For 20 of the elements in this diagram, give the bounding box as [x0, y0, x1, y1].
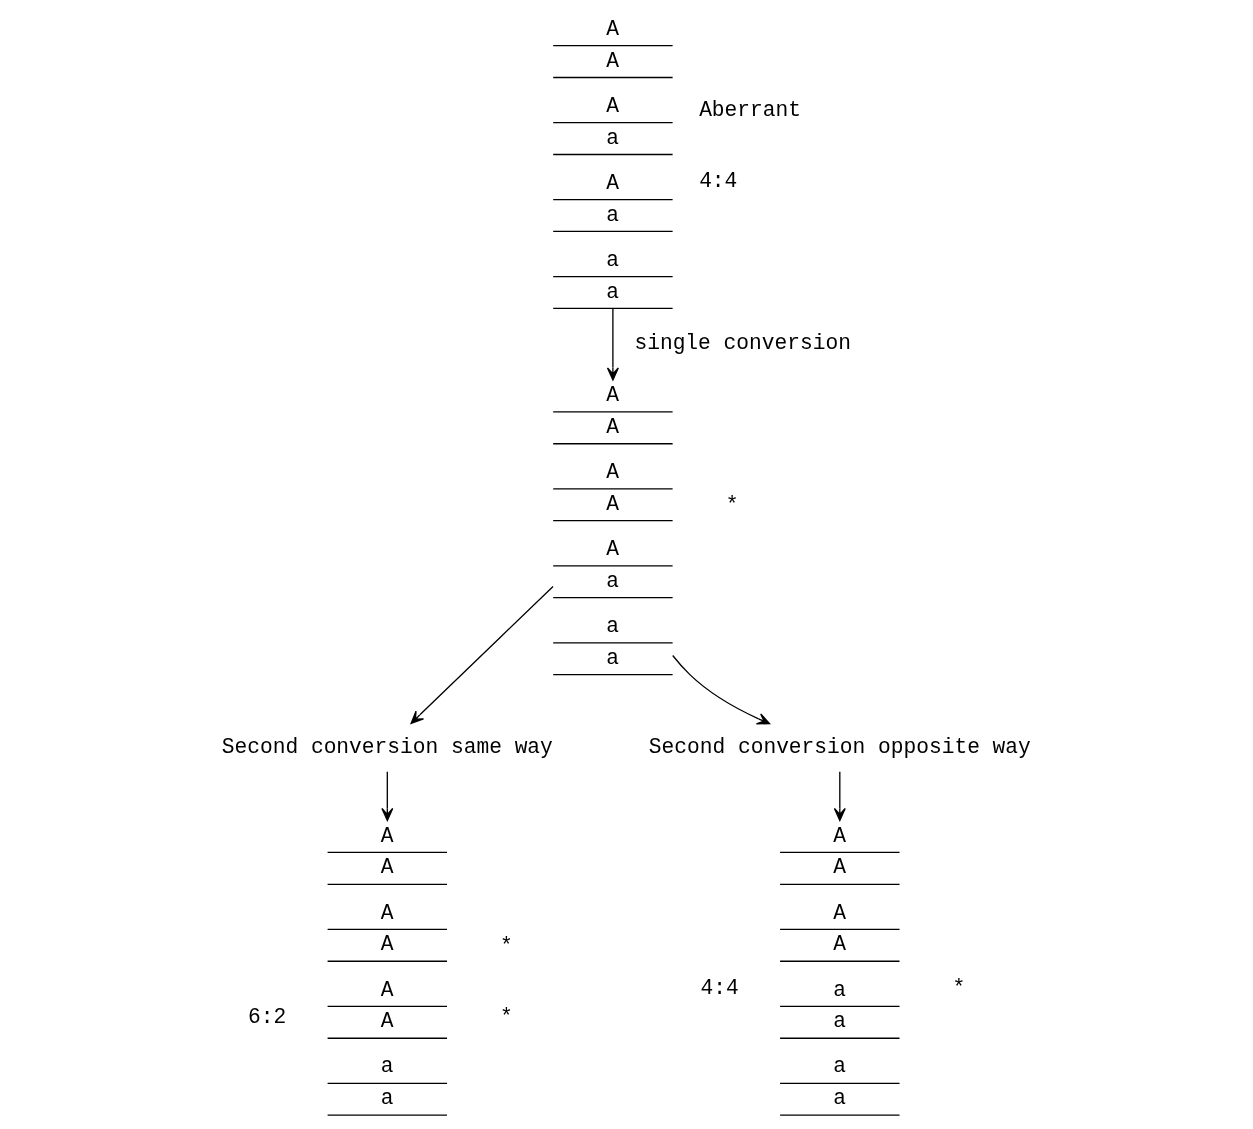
- edge-label: single conversion: [634, 331, 851, 356]
- node-text: A A A A a a a a: [833, 823, 846, 1111]
- node-label: 4:4: [699, 169, 738, 194]
- node-label: 4:4: [700, 976, 739, 1001]
- arrow: [606, 308, 619, 381]
- node-text: A A A A A a a a: [606, 383, 619, 670]
- node-label: *: [725, 493, 739, 518]
- node-text: Second conversion same way: [221, 734, 553, 759]
- node-label: Aberrant: [699, 97, 802, 122]
- node-text: A A A A A A a a: [380, 823, 394, 1111]
- node-text: A A A a A a a a: [606, 16, 619, 304]
- node-text: Second conversion opposite way: [648, 734, 1031, 759]
- node-label: *: [952, 976, 966, 1001]
- arrow: [833, 771, 846, 822]
- node-label: *: [500, 1005, 513, 1030]
- arrow: [672, 654, 771, 725]
- node-label: 6:2: [247, 1005, 287, 1030]
- node-label: *: [500, 933, 513, 958]
- arrow: [381, 771, 394, 822]
- arrow: [410, 585, 554, 724]
